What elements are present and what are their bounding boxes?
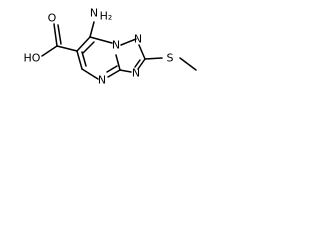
oxygen-double-label: O — [48, 12, 57, 25]
bond-c6-c5-inner — [81, 51, 87, 67]
bond-c2-n3-inner — [134, 59, 141, 68]
chemical-structure: O HO N H₂ N N N N S — [24, 7, 197, 87]
ring-n5-label: N — [132, 67, 140, 80]
bond-c7-c6 — [76, 36, 91, 52]
bond-carboxyl-oh — [41, 45, 58, 57]
bond-n1-n2 — [120, 38, 137, 46]
amino-n-label: N — [90, 7, 98, 20]
bond-c6-c5 — [76, 50, 83, 70]
bond-s-ch3 — [179, 57, 197, 71]
bond-c2-s — [144, 57, 163, 60]
bond-n4-c3a — [107, 69, 121, 78]
bond-carboxyl-double-inner — [57, 24, 62, 45]
bond-n3-c3a — [119, 69, 132, 73]
amino-h2-label: H₂ — [100, 10, 113, 23]
ring-n4-label: N — [98, 74, 106, 87]
bond-n1-c7 — [89, 36, 113, 44]
bond-c7-c6-inner — [82, 41, 95, 54]
ring-n1-label: N — [112, 39, 120, 52]
bond-c5-n4 — [81, 68, 99, 80]
bond-c2-n3 — [137, 58, 146, 70]
bond-c7-amino — [89, 21, 95, 38]
bond-c3a-n1 — [115, 54, 121, 71]
hydroxyl-label: HO — [24, 52, 41, 65]
sulfur-label: S — [167, 52, 174, 65]
ring-n3-label: N — [134, 33, 142, 46]
bond-carboxyl-double — [53, 23, 58, 47]
bond-c6-carboxyl-carbon — [56, 45, 78, 52]
bond-n4-c3a-inner — [106, 65, 118, 73]
bond-n2-c2 — [138, 44, 146, 60]
